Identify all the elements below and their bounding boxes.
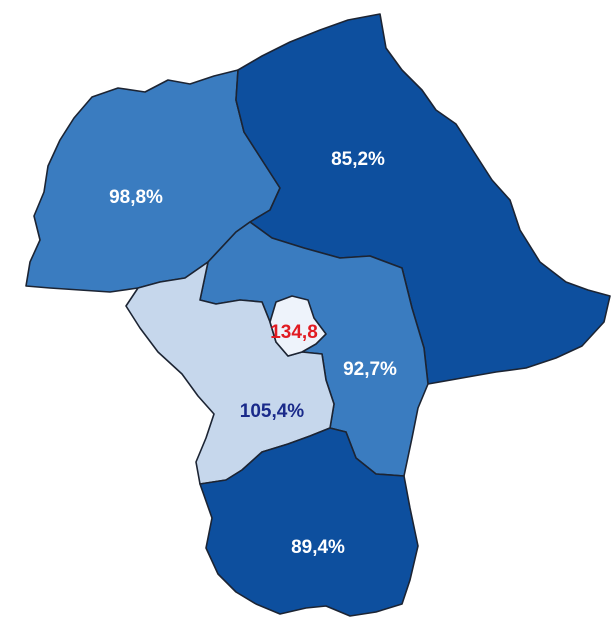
region-label-south: 89,4% <box>291 537 345 558</box>
region-label-center-east: 92,7% <box>343 359 397 380</box>
region-label-north-west: 98,8% <box>109 187 163 208</box>
region-label-center-west: 105,4% <box>240 401 305 422</box>
region-capital[interactable] <box>269 295 327 357</box>
region-south[interactable] <box>199 427 419 617</box>
region-label-capital: 134,8 <box>270 322 318 343</box>
region-label-north-east: 85,2% <box>331 149 385 170</box>
